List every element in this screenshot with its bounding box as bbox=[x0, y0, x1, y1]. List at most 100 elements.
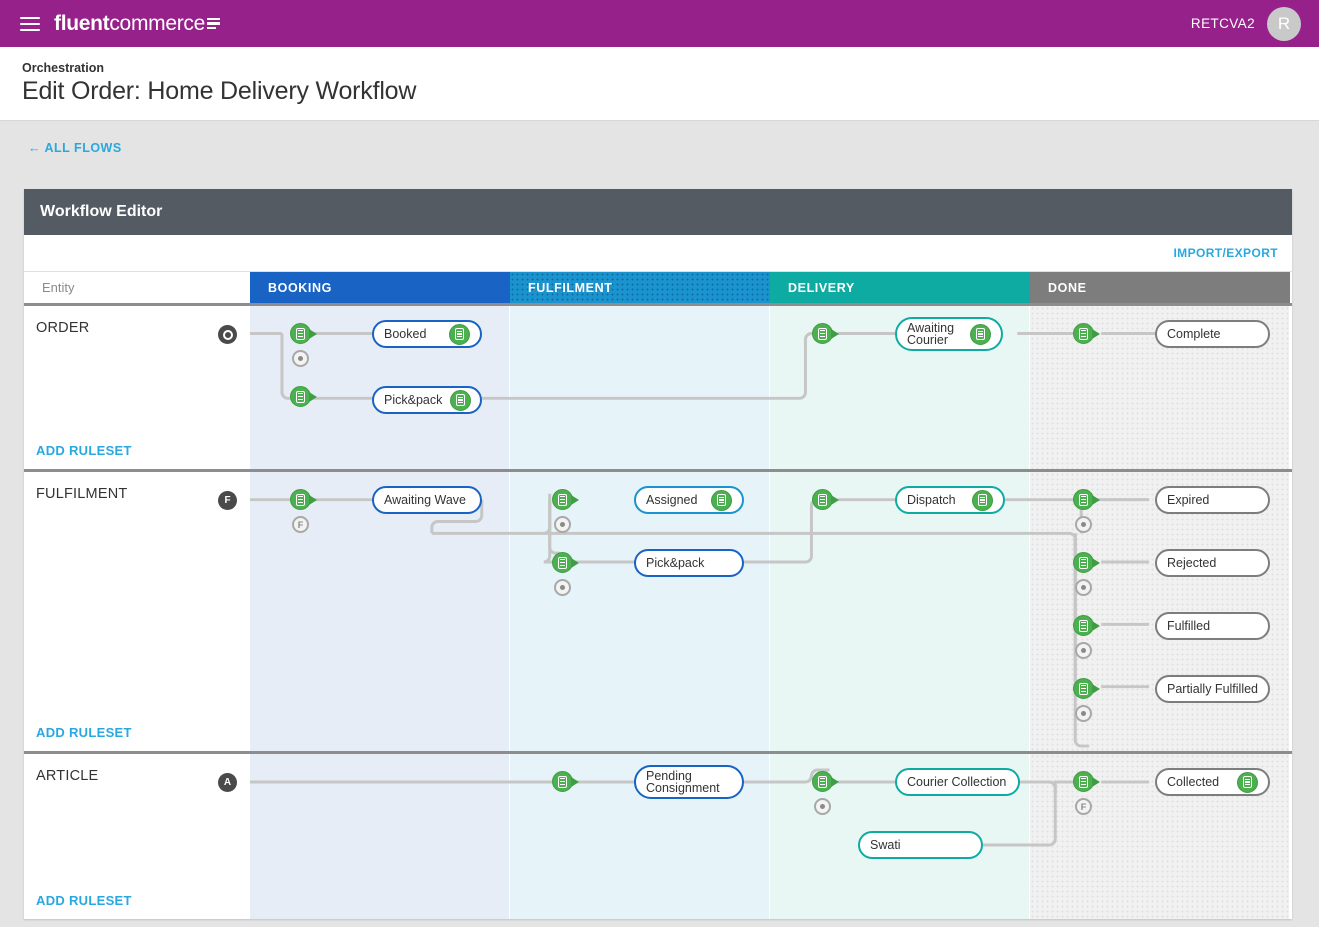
all-flows-back-link[interactable]: ← ALL FLOWS bbox=[28, 141, 122, 155]
ruleset-icon-collected[interactable] bbox=[1073, 771, 1100, 792]
ruleset-icon[interactable] bbox=[1073, 771, 1094, 792]
document-icon bbox=[558, 556, 567, 569]
ruleset-icon-courier-collection[interactable] bbox=[812, 771, 839, 792]
document-icon bbox=[1079, 775, 1088, 788]
sub-badge-expired[interactable] bbox=[1075, 516, 1092, 533]
column-header-delivery[interactable]: DELIVERY bbox=[770, 272, 1030, 303]
ruleset-icon[interactable] bbox=[290, 489, 311, 510]
content-area: ← ALL FLOWS Workflow Editor IMPORT/EXPOR… bbox=[0, 121, 1319, 919]
ruleset-icon[interactable] bbox=[552, 552, 573, 573]
ruleset-icon[interactable] bbox=[290, 323, 311, 344]
add-ruleset-article[interactable]: ADD RULESET bbox=[36, 893, 132, 908]
ruleset-icon[interactable] bbox=[450, 389, 472, 411]
node-fulfilled[interactable]: Fulfilled bbox=[1155, 612, 1270, 640]
document-icon bbox=[1079, 493, 1088, 506]
add-ruleset-order[interactable]: ADD RULESET bbox=[36, 443, 132, 458]
avatar[interactable]: R bbox=[1267, 6, 1301, 41]
node-order-pickpack[interactable]: Pick&pack bbox=[372, 386, 482, 414]
ruleset-icon[interactable] bbox=[812, 771, 833, 792]
node-awaiting-courier[interactable]: Awaiting Courier bbox=[895, 317, 1003, 351]
start-node-fulfilment[interactable]: F bbox=[218, 491, 237, 510]
ruleset-icon-order-booked[interactable] bbox=[290, 323, 317, 344]
ruleset-icon-order-pickpack[interactable] bbox=[290, 386, 317, 407]
node-label: Collected bbox=[1167, 775, 1220, 789]
document-icon bbox=[1243, 776, 1252, 788]
ruleset-icon-order-awaiting-courier[interactable] bbox=[812, 323, 839, 344]
ruleset-icon[interactable] bbox=[552, 489, 573, 510]
node-label: Complete bbox=[1167, 327, 1221, 341]
ruleset-icon[interactable] bbox=[1073, 323, 1094, 344]
node-fulfilment-pickpack[interactable]: Pick&pack bbox=[634, 549, 744, 577]
sub-badge-fulfilled[interactable] bbox=[1075, 642, 1092, 659]
node-partially-fulfilled[interactable]: Partially Fulfilled bbox=[1155, 675, 1270, 703]
node-swati[interactable]: Swati bbox=[858, 831, 983, 859]
node-label: Swati bbox=[870, 838, 901, 852]
ruleset-icon[interactable] bbox=[1073, 489, 1094, 510]
ruleset-icon[interactable] bbox=[290, 386, 311, 407]
sub-badge-partially-fulfilled[interactable] bbox=[1075, 705, 1092, 722]
ruleset-icon[interactable] bbox=[449, 323, 470, 345]
node-dispatch[interactable]: Dispatch bbox=[895, 486, 1005, 514]
ruleset-icon-order-complete[interactable] bbox=[1073, 323, 1100, 344]
arrow-icon bbox=[1092, 494, 1100, 505]
ruleset-icon-awaiting-wave[interactable] bbox=[290, 489, 317, 510]
column-header-done[interactable]: DONE bbox=[1030, 272, 1290, 303]
arrow-icon bbox=[1092, 620, 1100, 631]
page-header: Orchestration Edit Order: Home Delivery … bbox=[0, 47, 1319, 121]
ruleset-icon[interactable] bbox=[1073, 552, 1094, 573]
import-export-link[interactable]: IMPORT/EXPORT bbox=[1173, 246, 1278, 260]
ruleset-icon[interactable] bbox=[812, 323, 833, 344]
node-booked[interactable]: Booked bbox=[372, 320, 482, 348]
ruleset-icon[interactable] bbox=[552, 771, 573, 792]
start-node-order[interactable] bbox=[218, 325, 237, 344]
lane-canvas-article: A F Pending Consignment bbox=[218, 754, 1292, 919]
column-header-fulfilment[interactable]: FULFILMENT bbox=[510, 272, 770, 303]
ruleset-icon[interactable] bbox=[1073, 678, 1094, 699]
ruleset-icon[interactable] bbox=[812, 489, 833, 510]
ruleset-icon[interactable] bbox=[1237, 771, 1258, 793]
sub-badge-courier-collection[interactable] bbox=[814, 798, 831, 815]
node-label: Courier Collection bbox=[907, 775, 1007, 789]
ruleset-icon[interactable] bbox=[970, 323, 991, 345]
node-rejected[interactable]: Rejected bbox=[1155, 549, 1270, 577]
column-header-booking[interactable]: BOOKING bbox=[250, 272, 510, 303]
sub-badge-fulfilment-wave[interactable]: F bbox=[292, 516, 309, 533]
start-node-article[interactable]: A bbox=[218, 773, 237, 792]
workflow-editor-panel: Workflow Editor IMPORT/EXPORT Entity BOO… bbox=[24, 189, 1292, 919]
ruleset-icon-assigned[interactable] bbox=[552, 489, 579, 510]
node-courier-collection[interactable]: Courier Collection bbox=[895, 768, 1020, 796]
node-label: Partially Fulfilled bbox=[1167, 682, 1259, 696]
arrow-icon bbox=[1092, 557, 1100, 568]
sub-badge-rejected[interactable] bbox=[1075, 579, 1092, 596]
sub-badge-collected[interactable]: F bbox=[1075, 798, 1092, 815]
cell-order-fulfilment[interactable] bbox=[510, 306, 770, 469]
add-ruleset-fulfilment[interactable]: ADD RULESET bbox=[36, 725, 132, 740]
ruleset-icon-rejected[interactable] bbox=[1073, 552, 1100, 573]
ruleset-icon[interactable] bbox=[1073, 615, 1094, 636]
node-expired[interactable]: Expired bbox=[1155, 486, 1270, 514]
ruleset-icon-fulfilment-pickpack[interactable] bbox=[552, 552, 579, 573]
ruleset-icon[interactable] bbox=[711, 489, 732, 511]
sub-badge-assigned[interactable] bbox=[554, 516, 571, 533]
ruleset-icon[interactable] bbox=[972, 489, 993, 511]
sub-badge-order-1[interactable] bbox=[292, 350, 309, 367]
node-pending-consignment[interactable]: Pending Consignment bbox=[634, 765, 744, 799]
arrow-icon bbox=[831, 494, 839, 505]
ruleset-icon-fulfilled[interactable] bbox=[1073, 615, 1100, 636]
node-complete[interactable]: Complete bbox=[1155, 320, 1270, 348]
ruleset-icon-dispatch[interactable] bbox=[812, 489, 839, 510]
cell-fulfilment-booking[interactable] bbox=[250, 472, 510, 751]
hamburger-menu-icon[interactable] bbox=[20, 16, 40, 31]
ruleset-icon-expired[interactable] bbox=[1073, 489, 1100, 510]
node-assigned[interactable]: Assigned bbox=[634, 486, 744, 514]
document-icon bbox=[978, 494, 987, 506]
node-awaiting-wave[interactable]: Awaiting Wave bbox=[372, 486, 482, 514]
cell-article-booking[interactable] bbox=[250, 754, 510, 919]
ruleset-icon-partially-fulfilled[interactable] bbox=[1073, 678, 1100, 699]
ruleset-icon-pending-consignment[interactable] bbox=[552, 771, 579, 792]
sub-badge-pickpack[interactable] bbox=[554, 579, 571, 596]
node-collected[interactable]: Collected bbox=[1155, 768, 1270, 796]
node-label: Awaiting Wave bbox=[384, 493, 466, 507]
